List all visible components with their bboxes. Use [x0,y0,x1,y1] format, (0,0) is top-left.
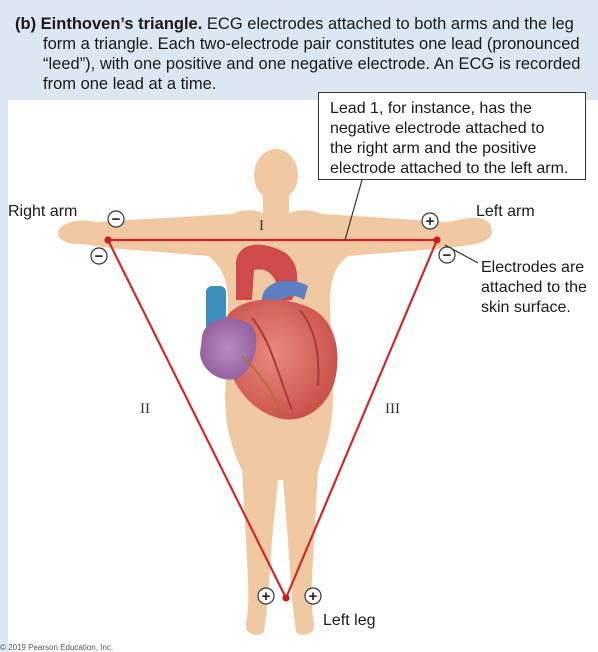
left-arm-label: Left arm [476,203,535,220]
copyright-notice: © 2019 Pearson Education, Inc. [0,643,114,652]
left-arm-positive-sign-icon [421,212,439,230]
caption-background-edge [0,100,8,652]
left-leg-positive-symbol-2: + [309,588,318,605]
left-leg-positive-symbol: + [262,588,271,605]
electrodes-label-line-1: Electrodes are [481,259,585,276]
right-arm-negative-sign-2-icon [90,247,108,265]
electrodes-label-line-2: attached to the [481,279,587,296]
lead-2-label: II [140,401,150,417]
caption-background [0,0,598,100]
right-arm-negative-symbol: − [112,211,121,228]
right-arm-label: Right arm [8,203,78,220]
left-leg-positive-sign-icon [257,587,275,605]
electrode-signs [90,210,456,605]
note-line-3: the right arm and the positive [330,140,537,157]
lead-3-line [284,239,439,599]
right-arm-electrode-dot [104,236,112,244]
right-arm-negative-symbol-2: − [95,248,104,265]
left-leg-label: Left leg [323,612,376,629]
electrode-dots [104,236,441,602]
heart-illustration [200,244,338,420]
lead-1-label: I [259,218,264,234]
lead-3-label: III [385,401,400,417]
left-arm-positive-symbol: + [426,213,435,230]
lead-1-note-box: Lead 1, for instance, has the negative e… [318,92,586,180]
note-line-1: Lead 1, for instance, has the [330,100,532,117]
left-arm-negative-symbol: − [443,247,452,264]
note-line-4: electrode attached to the left arm. [330,160,569,177]
caption-line-1: ECG electrodes attached to both arms and… [206,15,574,33]
left-leg-electrode-dot [282,594,290,602]
left-leg-positive-sign-2-icon [304,587,322,605]
note-line-2: negative electrode attached to [330,120,545,137]
human-body-silhouette [58,149,492,635]
caption-line-3: “leed”), with one positive and one negat… [43,55,581,73]
lead-2-line [107,239,287,599]
caption-title: (b) Einthoven’s triangle. [15,15,203,33]
right-arm-negative-sign-icon [107,210,125,228]
electrodes-label-line-3: skin surface. [481,299,571,316]
note-leader-line [344,179,363,241]
figure-caption: (b) Einthoven’s triangle. ECG electrodes… [15,14,590,94]
left-arm-electrode-dot [433,236,441,244]
einthoven-triangle [107,238,439,599]
caption-line-2: form a triangle. Each two-electrode pair… [43,35,580,53]
caption-line-4: from one lead at a time. [43,75,217,93]
electrodes-label: Electrodes are attached to the skin surf… [481,258,587,318]
left-arm-negative-sign-icon [438,246,456,264]
